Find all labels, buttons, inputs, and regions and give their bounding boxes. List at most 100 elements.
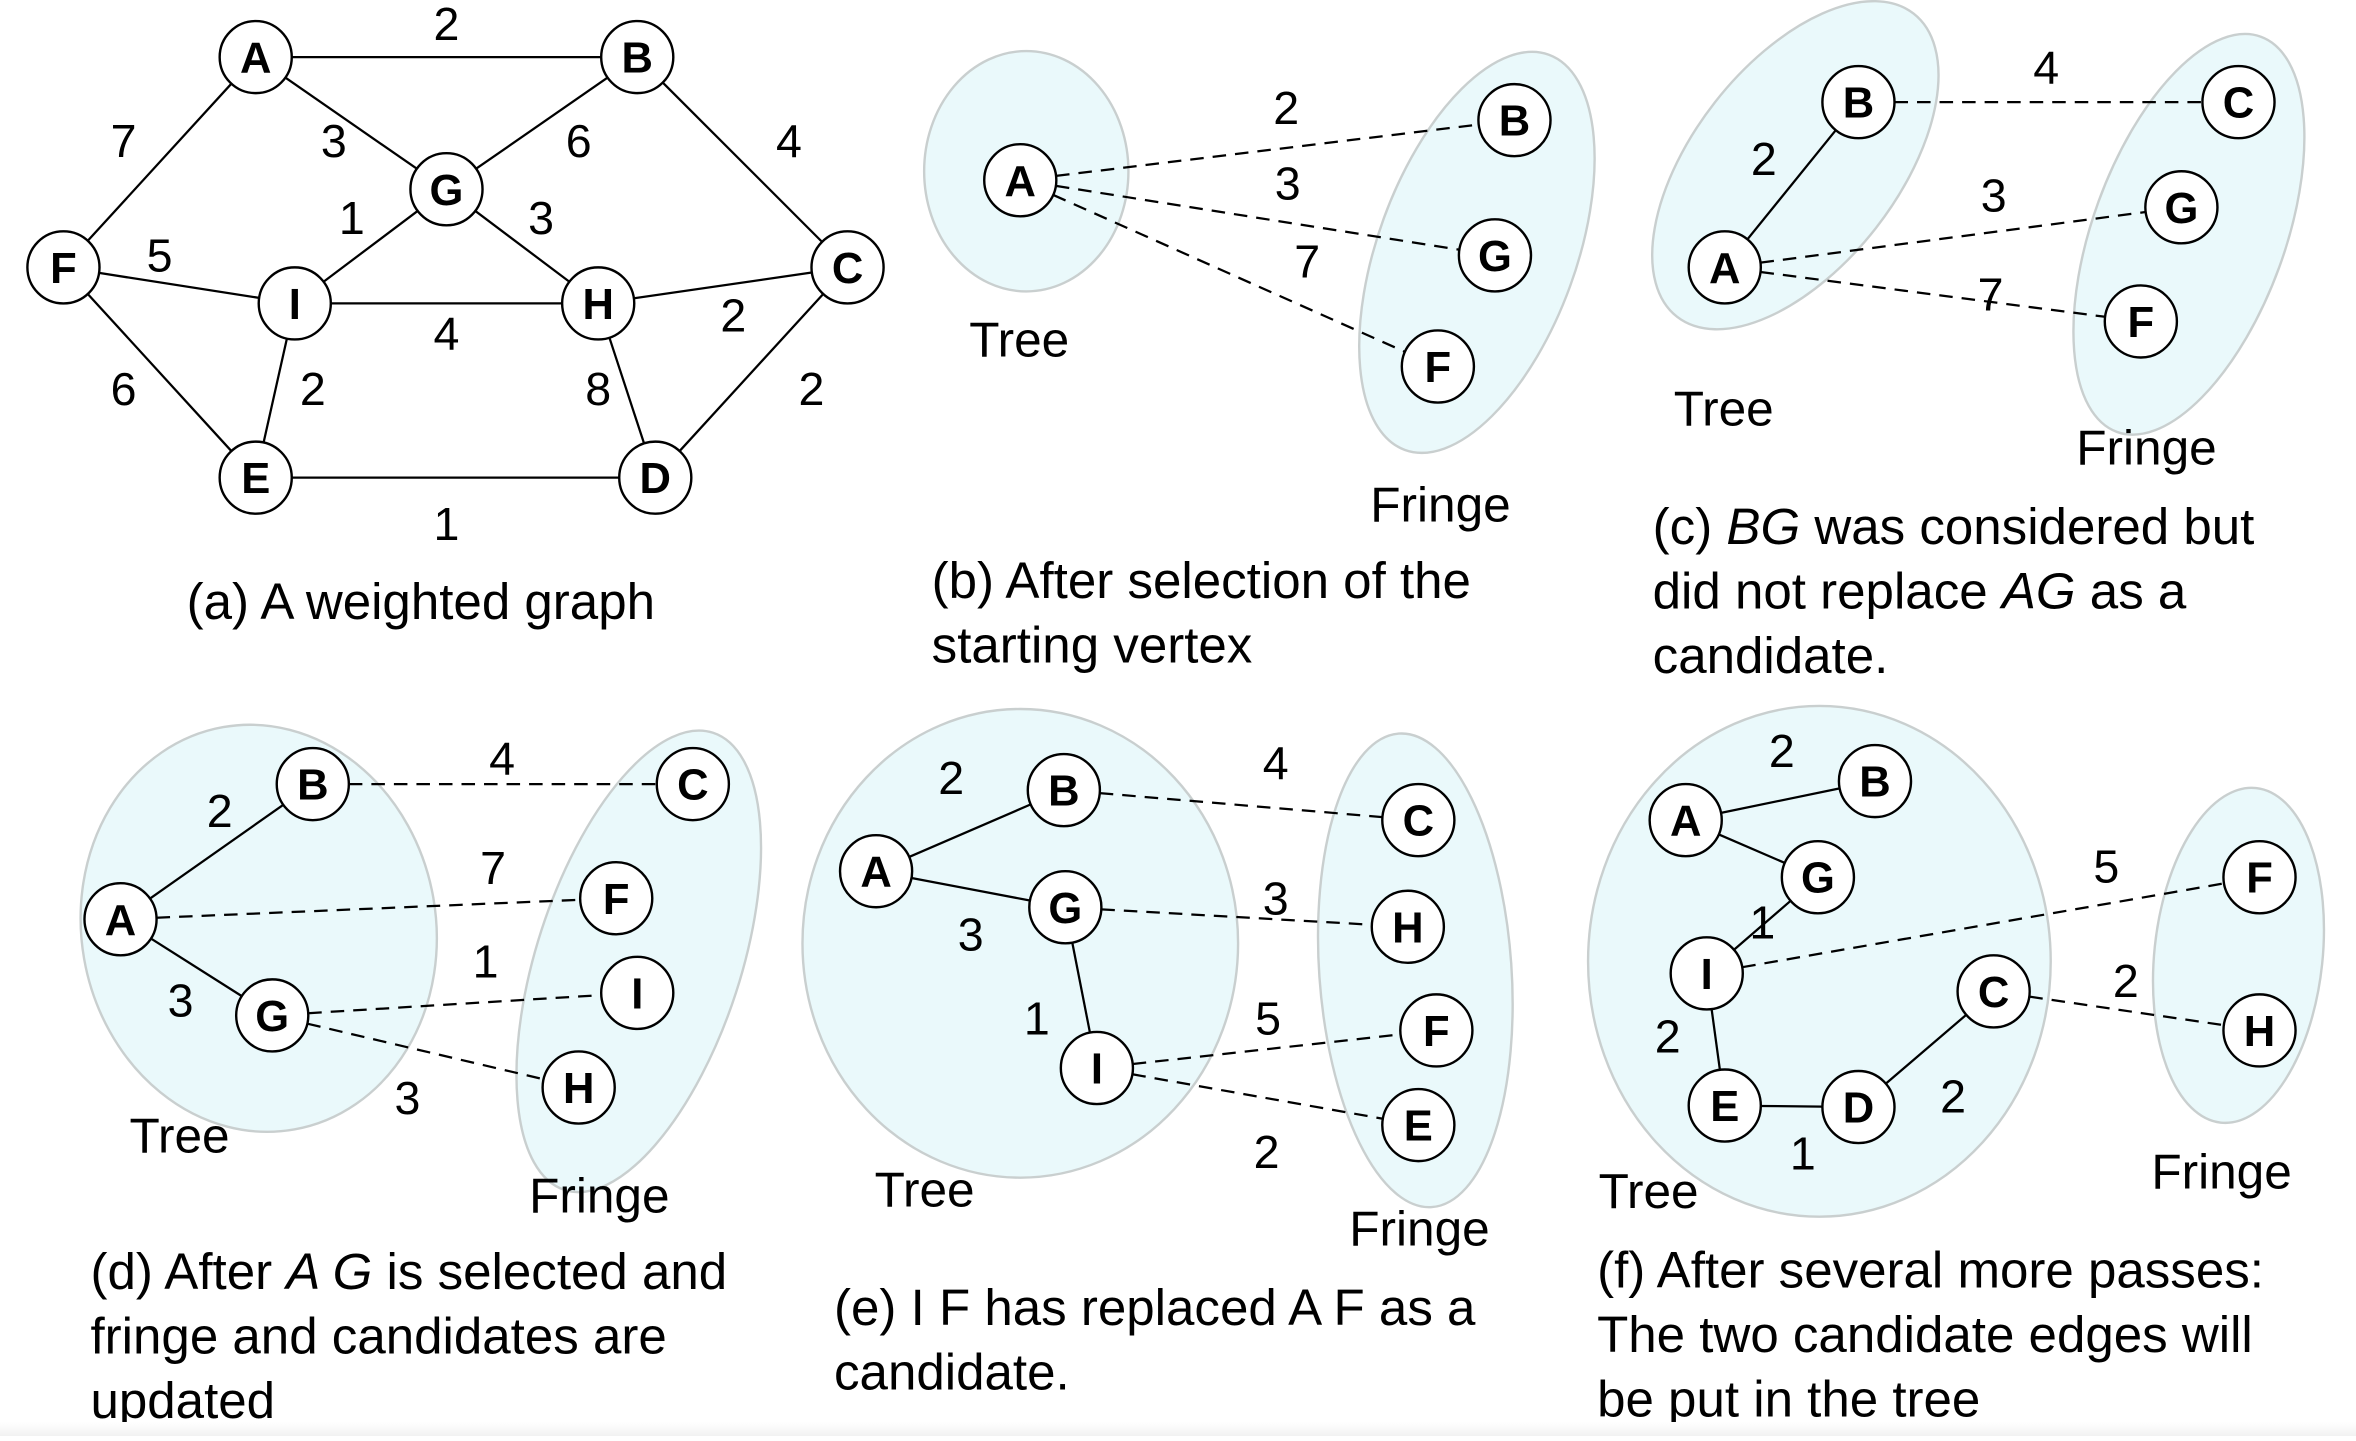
vertex-circle (1370, 889, 1446, 965)
vertex-label: A (1670, 798, 1701, 846)
vertex-B: B (599, 19, 675, 95)
candidate-edge-AG (1760, 210, 2146, 264)
tree-label: Tree (130, 1108, 230, 1164)
caption-line: (d) After A G is selected and (90, 1243, 727, 1300)
vertex-circle (578, 860, 654, 936)
vertex-label: D (640, 455, 671, 503)
vertex-label: G (1048, 885, 1082, 933)
vertex-circle (2201, 64, 2276, 140)
vertex-circle (2222, 839, 2297, 915)
vertex-E: E (218, 440, 293, 515)
edge-BC (661, 81, 823, 243)
edge-weight-BC: 4 (489, 733, 515, 785)
vertex-label: E (1404, 1103, 1433, 1151)
vertex-B: B (275, 746, 351, 822)
vertex-label: D (1843, 1085, 1874, 1133)
caption-line: starting vertex (932, 616, 1253, 673)
vertex-label: A (1709, 245, 1740, 293)
vertex-label: B (622, 35, 653, 83)
edge-AG (911, 876, 1031, 902)
edge-AG (1718, 833, 1786, 864)
vertex-circle (1956, 954, 2031, 1029)
vertex-I: I (1669, 936, 1744, 1011)
tree-region (801, 707, 1240, 1179)
vertex-F: F (2103, 284, 2179, 359)
candidate-edge-AF (1760, 270, 2106, 318)
candidate-edge-AF (1052, 193, 1406, 353)
vertex-F: F (1399, 993, 1474, 1068)
bottom-edge-shading (0, 1422, 2356, 1436)
tree-label: Tree (875, 1162, 975, 1218)
edge-weight-IH: 4 (434, 307, 460, 359)
tree-region (1651, 0, 1940, 331)
edge-weight-IF: 5 (1255, 992, 1281, 1044)
caption-line: did not replace AG as a (1653, 562, 2187, 619)
edge-ED (1760, 1104, 1823, 1108)
edge-weight-GI: 1 (339, 192, 365, 244)
vertex-circle (218, 440, 293, 515)
edge-weight-AB: 2 (1273, 82, 1299, 134)
edge-weight-AF: 7 (111, 115, 137, 167)
vertex-label: F (603, 876, 630, 924)
vertex-circle (275, 746, 351, 822)
edge-weight-AB: 2 (434, 0, 460, 50)
edge-weight-GH: 3 (528, 192, 554, 244)
edge-weight-AG: 3 (958, 908, 984, 960)
edge-AF (86, 82, 233, 242)
edge-weight-IF: 5 (2093, 841, 2119, 893)
vertex-label: B (1048, 768, 1079, 816)
vertex-label: G (430, 167, 464, 215)
vertex-circle (1687, 1068, 1763, 1143)
vertex-E: E (1687, 1068, 1763, 1143)
vertex-G: G (234, 978, 310, 1053)
vertex-label: E (241, 455, 270, 503)
vertex-B: B (1821, 64, 1896, 140)
caption-line: (e) I F has replaced A F as a (834, 1279, 1476, 1336)
vertex-I: I (599, 955, 675, 1031)
vertex-label: B (1499, 98, 1530, 146)
vertex-label: I (1701, 951, 1713, 999)
vertex-label: H (1392, 904, 1423, 952)
candidate-edge-IE (1132, 1073, 1384, 1120)
vertex-A: A (83, 882, 158, 957)
edge-weight-GH: 3 (394, 1072, 420, 1124)
edge-weight-IE: 2 (300, 363, 326, 415)
edge-weight-GI: 1 (1749, 896, 1775, 948)
fringe-region (2151, 786, 2326, 1125)
vertex-H: H (560, 266, 636, 341)
tree-label: Tree (969, 311, 1069, 367)
edge-weight-AB: 2 (938, 752, 964, 804)
vertex-circle (2103, 284, 2179, 359)
vertex-circle (599, 955, 675, 1031)
edge-weight-BG: 6 (566, 115, 592, 167)
vertex-H: H (2222, 993, 2297, 1068)
vertex-H: H (1370, 889, 1446, 965)
vertex-circle (541, 1050, 616, 1125)
vertex-circle (838, 833, 914, 909)
edge-AG (284, 76, 418, 170)
edge-weight-AG: 3 (1275, 157, 1301, 209)
caption-line: (a) A weighted graph (187, 573, 655, 630)
vertex-label: A (860, 849, 891, 897)
candidate-edge-AF (156, 898, 581, 919)
tree-label: Tree (1674, 381, 1774, 437)
vertex-label: A (105, 897, 136, 945)
vertex-label: G (2164, 185, 2198, 233)
edge-weight-GI: 1 (473, 935, 499, 987)
edge-IE (262, 338, 288, 443)
vertex-D: D (618, 440, 693, 515)
vertex-G: G (409, 152, 484, 227)
edge-weight-BC: 4 (1263, 737, 1289, 789)
vertex-D: D (1821, 1069, 1896, 1145)
vertex-A: A (838, 833, 914, 909)
edge-AB (1720, 787, 1840, 814)
edge-weight-HD: 8 (585, 363, 611, 415)
vertex-label: I (289, 281, 301, 329)
edge-weight-IE: 2 (1254, 1126, 1280, 1178)
vertex-label: H (2244, 1008, 2275, 1056)
vertex-H: H (541, 1050, 616, 1125)
vertex-label: F (1423, 1008, 1450, 1056)
